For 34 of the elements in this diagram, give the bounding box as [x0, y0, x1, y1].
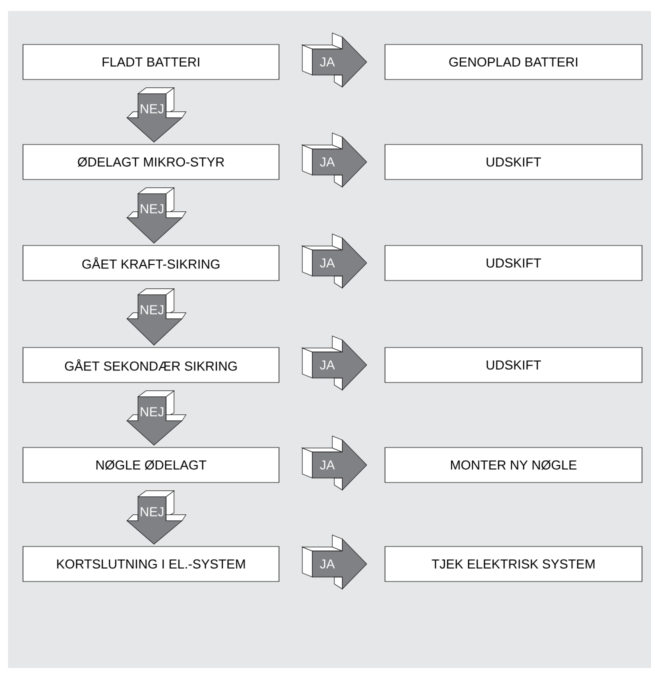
step-box: KORTSLUTNING I EL.-SYSTEM	[22, 546, 280, 582]
block-arrow	[126, 188, 186, 244]
block-arrow	[302, 336, 367, 390]
edge-label: JA	[319, 558, 336, 570]
block-arrow	[126, 288, 186, 346]
edge-label: NEJ	[139, 104, 165, 114]
step-box: UDSKIFT	[384, 245, 642, 281]
step-box: MONTER NY NØGLE	[384, 447, 642, 483]
block-arrow	[302, 234, 367, 288]
block-arrow	[126, 390, 186, 446]
step-box: GÅET KRAFT-SIKRING	[22, 245, 280, 281]
step-box: UDSKIFT	[384, 347, 642, 383]
edge-label: JA	[319, 258, 336, 268]
block-arrow	[302, 132, 367, 188]
step-box: GÅET SEKONDÆR SIKRING	[22, 347, 280, 383]
block-arrow	[302, 534, 367, 590]
block-arrow	[302, 436, 367, 490]
step-box: NØGLE ØDELAGT	[22, 447, 280, 483]
edge-label: NEJ	[139, 506, 165, 517]
edge-label: NEJ	[139, 204, 165, 214]
edge-label: JA	[319, 56, 336, 68]
block-arrow	[302, 32, 367, 88]
step-box: UDSKIFT	[384, 144, 642, 180]
step-box: ØDELAGT MIKRO-STYR	[22, 144, 280, 180]
edge-label: JA	[319, 460, 336, 470]
edge-label: NEJ	[139, 304, 165, 315]
step-box: GENOPLAD BATTERI	[384, 44, 642, 80]
step-box: FLADT BATTERI	[22, 44, 280, 80]
block-arrow	[126, 88, 186, 142]
step-box: TJEK ELEKTRISK SYSTEM	[384, 546, 642, 582]
edge-label: JA	[319, 156, 336, 168]
block-arrow	[126, 490, 186, 544]
edge-label: JA	[319, 360, 336, 370]
edge-label: NEJ	[139, 406, 165, 417]
